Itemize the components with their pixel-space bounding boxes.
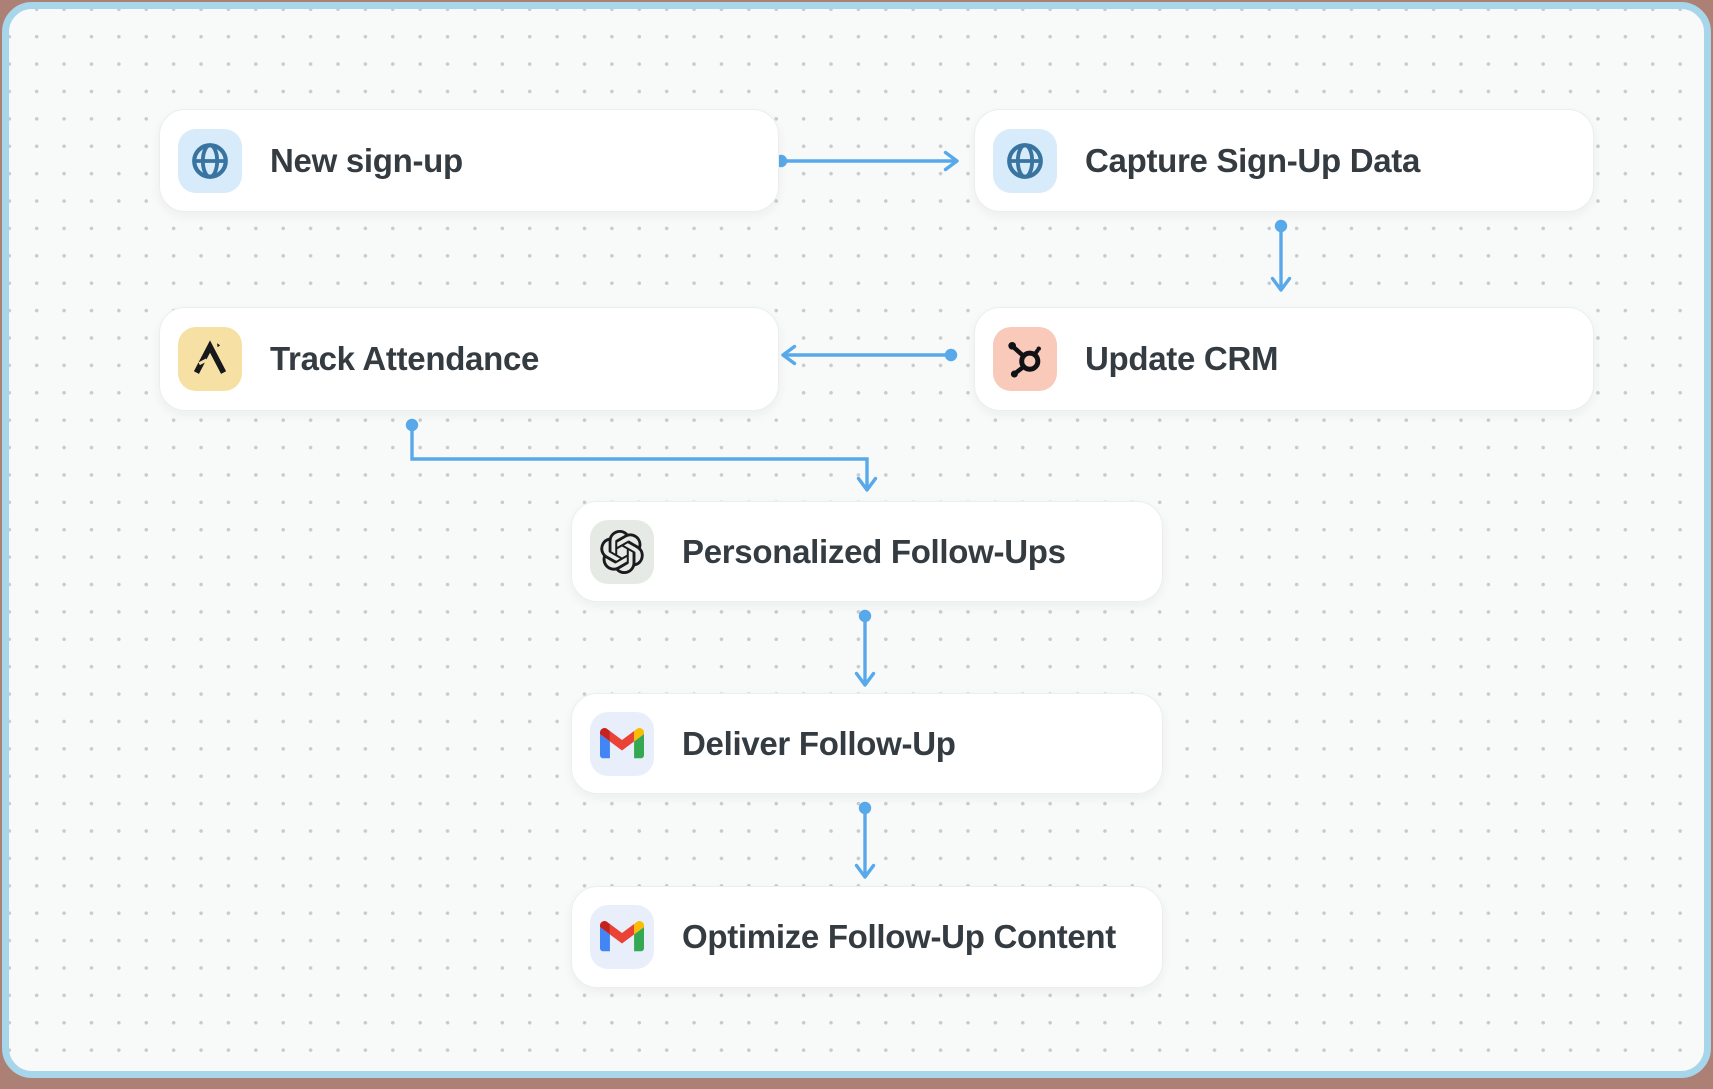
edge-track-attendance-to-personalized-follow-ups[interactable]: [405, 418, 878, 492]
node-track-attendance[interactable]: Track Attendance: [159, 307, 779, 411]
openai-icon: [590, 519, 654, 584]
node-optimize-follow-up-content[interactable]: Optimize Follow-Up Content: [571, 886, 1163, 988]
node-new-signup[interactable]: New sign-up: [159, 109, 779, 212]
node-label: Optimize Follow-Up Content: [682, 918, 1116, 955]
node-label: Personalized Follow-Ups: [682, 532, 1066, 570]
node-update-crm[interactable]: Update CRM: [974, 307, 1594, 411]
node-label: Deliver Follow-Up: [682, 724, 956, 762]
globe-icon: [178, 128, 242, 193]
node-label: Track Attendance: [270, 340, 540, 377]
node-deliver-follow-up[interactable]: Deliver Follow-Up: [571, 693, 1163, 794]
node-label: New sign-up: [270, 141, 463, 179]
hubspot-icon: [993, 327, 1057, 391]
a-logo-icon: [178, 327, 242, 391]
node-capture-signup-data[interactable]: Capture Sign-Up Data: [974, 109, 1594, 212]
globe-icon: [993, 128, 1057, 193]
gmail-icon: [590, 711, 654, 776]
node-personalized-follow-ups[interactable]: Personalized Follow-Ups: [571, 501, 1163, 602]
edge-layer: [405, 150, 1292, 879]
node-label: Update CRM: [1085, 340, 1279, 377]
gmail-icon: [590, 905, 654, 969]
node-label: Capture Sign-Up Data: [1085, 141, 1421, 179]
